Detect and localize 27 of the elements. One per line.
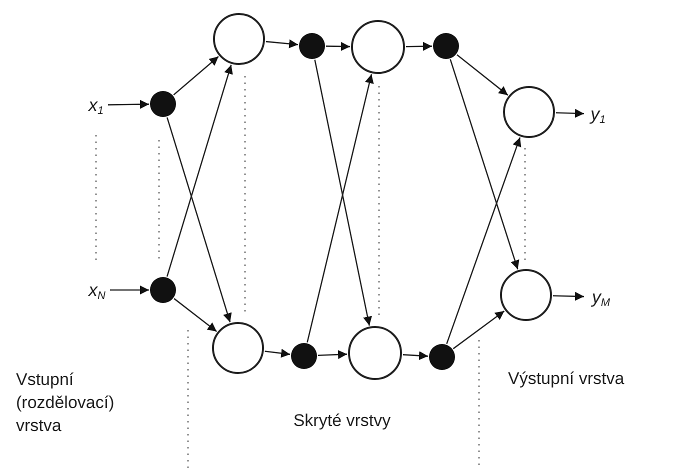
layer-label: Výstupní vrstva (508, 368, 626, 390)
arrow (402, 351, 428, 360)
arrow (552, 292, 584, 301)
variable-label: x$_{1}$ (88, 96, 104, 114)
variable-label: y$_{M}$ (592, 288, 610, 306)
arrow (456, 54, 508, 96)
arrow (406, 42, 432, 51)
layer-label: Vstupní (rozdělovací) vrstva (16, 369, 116, 437)
arrow (556, 108, 584, 118)
arrow (174, 298, 218, 332)
arrow (452, 310, 505, 350)
arrow (108, 100, 149, 109)
arrow (266, 39, 298, 48)
arrow (110, 286, 149, 294)
variable-label: y$_{1}$ (590, 105, 606, 123)
arrow (166, 64, 233, 277)
arrow (314, 60, 372, 326)
arrow (446, 137, 522, 344)
variable-label: x$_{N}$ (88, 281, 106, 299)
arrow (264, 348, 290, 358)
layer-label: Skryté vrstvy (292, 410, 392, 432)
arrow (306, 74, 374, 343)
arrow (173, 56, 219, 96)
arrow (318, 350, 348, 360)
arrow (326, 42, 350, 51)
arrow (166, 117, 232, 322)
arrow (450, 59, 520, 270)
